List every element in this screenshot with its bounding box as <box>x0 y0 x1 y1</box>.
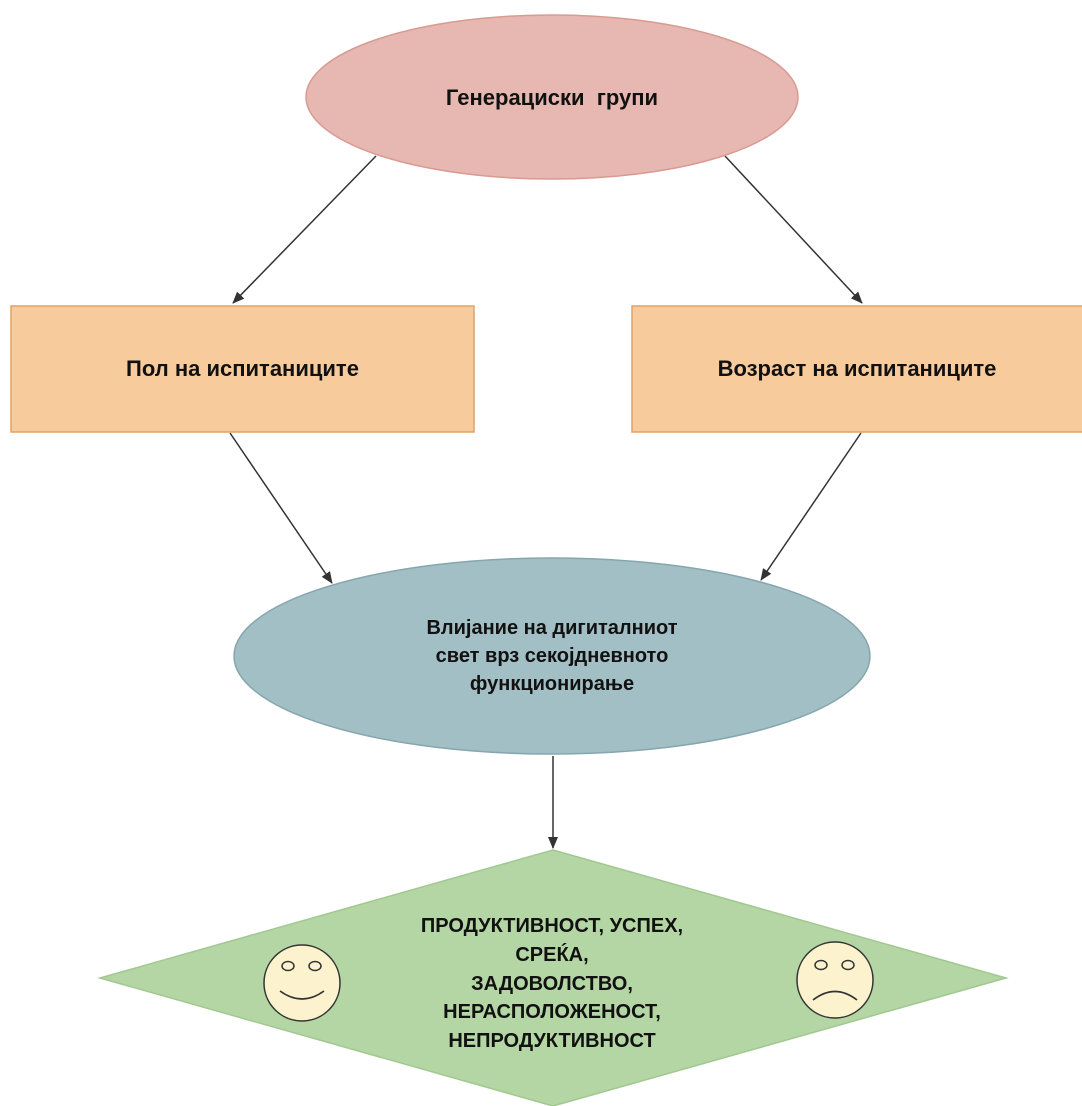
influence-line-3: функционирање <box>469 673 635 695</box>
digital-world-influence-label: Влијание на дигиталниот свет врз секојдн… <box>330 600 774 712</box>
respondent-gender-node <box>10 305 475 433</box>
respondent-gender-text: Пол на испитаниците <box>126 356 359 382</box>
edge-left-to-center <box>229 432 333 584</box>
outcomes-line-4: НЕРАСПОЛОЖЕНОСТ, <box>443 1001 661 1024</box>
respondent-age-text: Возраст на испитаниците <box>717 356 997 382</box>
respondent-age-label: Возраст на испитаниците <box>632 306 1082 432</box>
generation-groups-text: Генерациски групи <box>445 85 659 111</box>
outcomes-line-5: НЕПРОДУКТИВНОСТ <box>448 1030 656 1053</box>
smiley-happy-icon <box>263 944 341 1022</box>
edge-top-to-left <box>232 155 377 304</box>
influence-line-2: свет врз секојдневното <box>435 645 669 667</box>
outcomes-line-3: ЗАДОВОЛСТВО, <box>471 972 633 995</box>
edge-right-to-center <box>760 432 862 581</box>
edge-top-to-right <box>724 155 863 304</box>
respondent-gender-label: Пол на испитаниците <box>11 306 474 432</box>
influence-line-1: Влијание на дигиталниот <box>426 617 678 639</box>
outcomes-label: ПРОДУКТИВНОСТ, УСПЕХ, СРЕЌА, ЗАДОВОЛСТВО… <box>352 896 752 1072</box>
generation-groups-label: Генерациски групи <box>352 70 752 126</box>
digital-world-influence-node <box>233 557 871 755</box>
outcomes-line-2: СРЕЌА, <box>515 943 589 966</box>
outcomes-line-1: ПРОДУКТИВНОСТ, УСПЕХ, <box>420 915 684 937</box>
generation-groups-node <box>305 14 799 180</box>
respondent-age-node <box>631 305 1082 433</box>
smiley-sad-icon <box>796 941 874 1019</box>
outcomes-diamond-node <box>97 849 1009 1106</box>
